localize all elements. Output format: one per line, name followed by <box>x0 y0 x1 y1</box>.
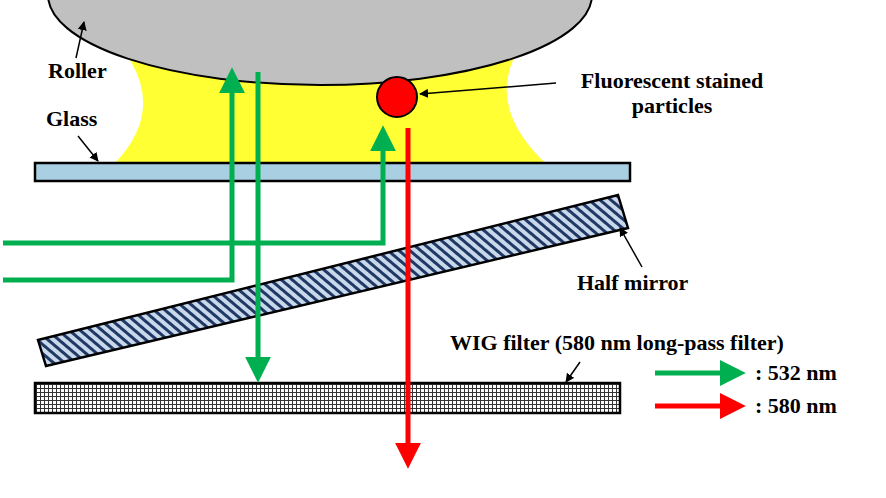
part-label: Glass <box>46 106 97 131</box>
leader-line <box>76 22 84 58</box>
roller <box>48 0 592 85</box>
leader-line <box>566 362 580 382</box>
part-label: Fluorescent stained particles <box>558 68 786 119</box>
legend-text: : 580 nm <box>755 393 837 418</box>
part-label: Roller <box>48 58 107 83</box>
reflected-beam <box>256 72 261 362</box>
excitation-beam <box>3 146 383 243</box>
part-label: Half mirror <box>577 270 688 295</box>
excitation-beam <box>3 88 232 280</box>
fluorescent-particle <box>377 77 417 117</box>
fluorescence-beam <box>406 128 411 448</box>
leader-line <box>420 83 556 94</box>
legend-text: : 532 nm <box>755 360 837 385</box>
wig-filter <box>35 383 620 413</box>
leader-line <box>620 228 642 267</box>
leader-line <box>78 136 98 161</box>
legend-arrow <box>655 371 725 376</box>
part-label: WIG filter (580 nm long-pass filter) <box>450 330 784 355</box>
legend-arrow <box>655 404 725 409</box>
glass-plate <box>35 163 630 181</box>
